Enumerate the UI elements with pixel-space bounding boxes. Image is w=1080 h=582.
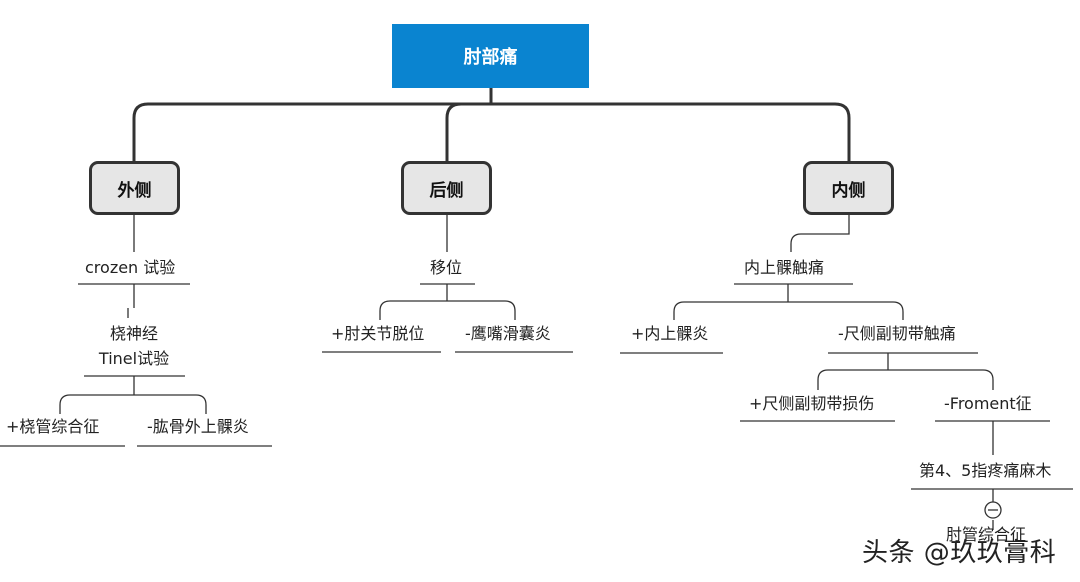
medial-detail[interactable]: 第4、5指疼痛麻木	[919, 461, 1052, 480]
lateral-leaf-negative[interactable]: -肱骨外上髁炎	[147, 417, 249, 436]
lateral-sub-line-2[interactable]: Tinel试验	[98, 349, 170, 368]
watermark: 头条 @玖玖膏科	[862, 538, 1057, 568]
medial-test[interactable]: 内上髁触痛	[744, 258, 825, 277]
medial-sub-leaf-positive[interactable]: +尺侧副韧带损伤	[749, 394, 875, 413]
branch-medial[interactable]: 内侧	[803, 161, 894, 215]
branch-lateral[interactable]: 外侧	[89, 161, 180, 215]
medial-leaf-positive[interactable]: +内上髁炎	[631, 324, 709, 343]
posterior-leaf-positive[interactable]: +肘关节脱位	[331, 324, 425, 343]
medial-leaf-negative[interactable]: -尺侧副韧带触痛	[838, 324, 956, 343]
posterior-leaf-negative[interactable]: -鹰嘴滑囊炎	[465, 324, 551, 343]
posterior-test[interactable]: 移位	[430, 258, 463, 277]
root-label: 肘部痛	[463, 47, 518, 68]
medial-bottom-partial[interactable]: 肘管综合征	[946, 525, 1027, 544]
lateral-test[interactable]: crozen 试验	[85, 258, 176, 277]
branch-posterior-label: 后侧	[429, 180, 464, 201]
root-node[interactable]: 肘部痛	[392, 24, 589, 88]
medial-sub-leaf-negative[interactable]: -Froment征	[944, 394, 1032, 413]
lateral-sub-line-1[interactable]: 桡神经	[109, 324, 158, 343]
branch-lateral-label: 外侧	[117, 180, 152, 201]
branch-posterior[interactable]: 后侧	[401, 161, 492, 215]
branch-medial-label: 内侧	[831, 180, 866, 201]
lateral-leaf-positive[interactable]: +桡管综合征	[6, 417, 100, 436]
